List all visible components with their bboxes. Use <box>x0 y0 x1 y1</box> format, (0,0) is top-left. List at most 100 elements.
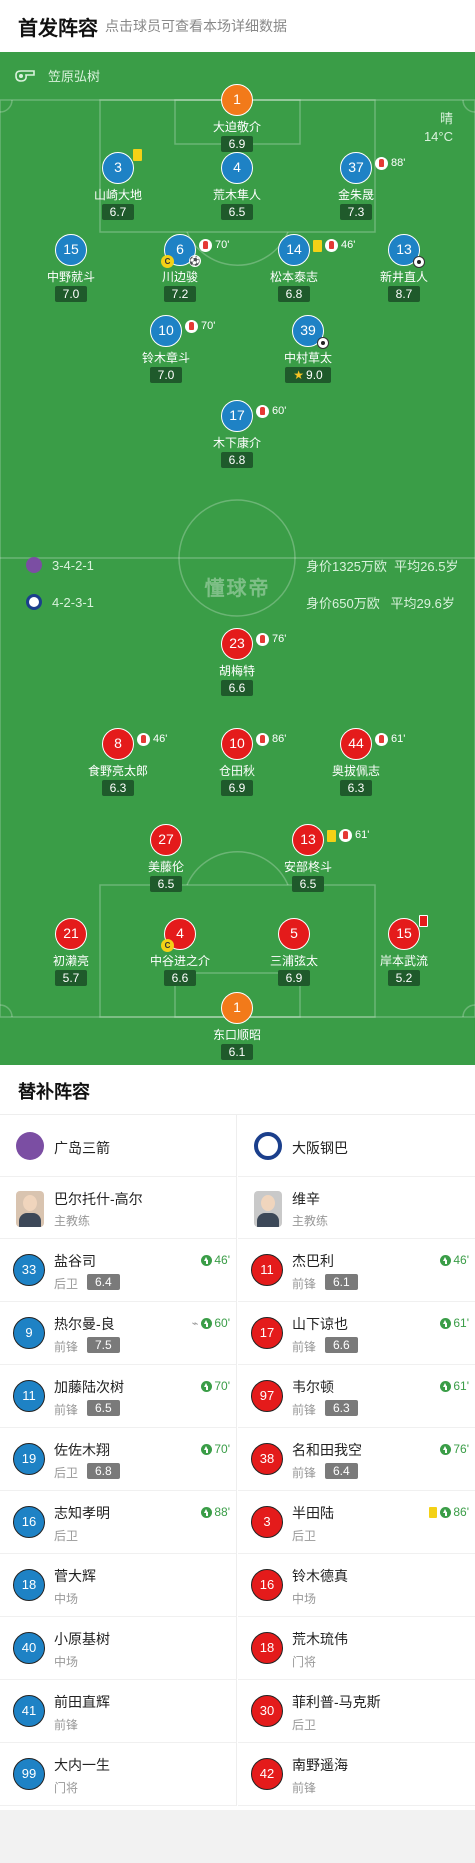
player-home-14[interactable]: 14 46' 松本泰志 6.8 <box>239 234 355 303</box>
player-home-6[interactable]: 6 70' C ⚽ 川边骏 7.2 <box>125 234 235 303</box>
player-away-8[interactable]: 8 46' 食野亮太郎 6.3 <box>63 728 173 797</box>
player-number: 41 <box>13 1695 45 1727</box>
sub-in-badge: 61' <box>440 1379 469 1393</box>
player-name: 志知孝明 <box>54 1505 110 1521</box>
player-name: 中谷进之介 <box>149 954 210 968</box>
player-name: 岸本武流 <box>379 954 428 968</box>
sub-in-badge: 46' <box>201 1253 230 1267</box>
home-coach-row[interactable]: 巴尔托什-高尔 主教练 <box>0 1177 236 1239</box>
player-away-13[interactable]: 13 61' 安部柊斗 6.5 <box>253 824 369 893</box>
team-name: 大阪钢巴 <box>292 1140 348 1156</box>
player-home-15[interactable]: 15 中野就斗 7.0 <box>16 234 126 303</box>
player-name: 安部柊斗 <box>283 860 332 874</box>
player-away-4[interactable]: 4 C 中谷进之介 6.6 <box>125 918 235 987</box>
player-number: 18 <box>13 1569 45 1601</box>
player-number: 37 88' <box>340 152 405 184</box>
sub-out-badge: 88' <box>375 149 405 178</box>
player-number: 8 46' <box>102 728 167 760</box>
sub-in-arrow-icon <box>201 1317 213 1329</box>
player-home-3[interactable]: 3 山崎大地 6.7 <box>63 149 173 221</box>
player-name: 东口顺昭 <box>212 1028 261 1042</box>
yellow-card-icon <box>313 239 322 252</box>
sub-out-icon <box>137 733 150 746</box>
home-team-row[interactable]: 广岛三箭 <box>0 1115 236 1177</box>
player-away-5[interactable]: 5 三浦弦太 6.9 <box>239 918 349 987</box>
player-away-15[interactable]: 15 岸本武流 5.2 <box>349 915 459 987</box>
player-position: 后卫 <box>292 1718 317 1732</box>
sub-out-icon <box>325 239 338 252</box>
away-team-row[interactable]: 大阪钢巴 <box>238 1115 475 1177</box>
yellow-card-icon <box>133 149 142 161</box>
player-name: 胡梅特 <box>218 664 255 678</box>
watermark: 懂球帝 <box>204 578 271 600</box>
player-position: 前锋 <box>54 1340 79 1354</box>
player-position: 后卫 <box>54 1466 79 1480</box>
player-home-37[interactable]: 37 88' 金朱晟 7.3 <box>301 152 411 221</box>
player-name: 大内一生 <box>54 1757 110 1773</box>
away-coach-row[interactable]: 维辛 主教练 <box>238 1177 475 1239</box>
player-rating: 6.5 <box>87 1400 120 1416</box>
sub-out-icon <box>339 829 352 842</box>
player-name: 前田直辉 <box>54 1694 110 1710</box>
player-position: 前锋 <box>292 1403 317 1417</box>
sub-in-badge: 86' <box>429 1505 469 1519</box>
player-home-10[interactable]: 10 70' 铃木章斗 7.0 <box>111 315 221 384</box>
sub-in-arrow-icon <box>440 1506 452 1518</box>
player-home-17[interactable]: 17 60' 木下康介 6.8 <box>182 400 292 469</box>
player-home-13[interactable]: 13 新井直人 8.7 <box>349 234 459 303</box>
player-name: 铃木章斗 <box>141 351 190 365</box>
player-name: 杰巴利 <box>292 1253 334 1269</box>
coach-avatar <box>254 1191 282 1227</box>
page-title: 首发阵容 <box>18 18 98 40</box>
home-team-logo-icon <box>26 557 42 573</box>
player-name: 山下谅也 <box>292 1316 348 1332</box>
player-home-1[interactable]: 1 大迫敬介 6.9 <box>182 84 292 153</box>
player-home-4[interactable]: 4 荒木隼人 6.5 <box>182 152 292 221</box>
red-card-icon <box>419 915 428 927</box>
player-away-44[interactable]: 44 61' 奥拔佩志 6.3 <box>301 728 411 797</box>
player-rating: 7.2 <box>163 286 197 302</box>
player-home-39[interactable]: 39 中村草太 ★9.0 <box>253 315 363 384</box>
player-away-10[interactable]: 10 86' 仓田秋 6.9 <box>182 728 292 797</box>
player-position: 前锋 <box>54 1403 79 1417</box>
player-number: 15 <box>388 915 428 950</box>
page-subtitle: 点击球员可查看本场详细数据 <box>105 18 287 34</box>
player-name: 川边骏 <box>161 270 198 284</box>
player-number: 4 <box>221 152 253 184</box>
player-away-23[interactable]: 23 76' 胡梅特 6.6 <box>182 628 292 697</box>
player-away-27[interactable]: 27 美藤伦 6.5 <box>111 824 221 893</box>
player-name: 盐谷司 <box>54 1253 96 1269</box>
sub-out-badge: 61' <box>375 725 405 754</box>
away-team-logo-icon <box>254 1132 282 1160</box>
referee: 笠原弘树 <box>14 66 100 85</box>
pitch: 笠原弘树 晴 14°C 懂球帝 3-4-2-1 身价1325万欧 平均26.5岁… <box>0 52 475 1065</box>
player-name: 铃木德真 <box>292 1568 348 1584</box>
player-number: 19 <box>13 1443 45 1475</box>
player-name: 佐佐木翔 <box>54 1442 110 1458</box>
player-number: 4 C <box>161 918 196 952</box>
home-team-worth: 身价1325万欧 平均26.5岁 <box>306 558 459 574</box>
whistle-icon <box>15 69 35 82</box>
player-position: 门将 <box>292 1655 317 1669</box>
player-away-1[interactable]: 1 东口顺昭 6.1 <box>182 992 292 1061</box>
player-rating: 6.8 <box>277 286 311 302</box>
player-away-21[interactable]: 21 初濑亮 5.7 <box>16 918 126 987</box>
